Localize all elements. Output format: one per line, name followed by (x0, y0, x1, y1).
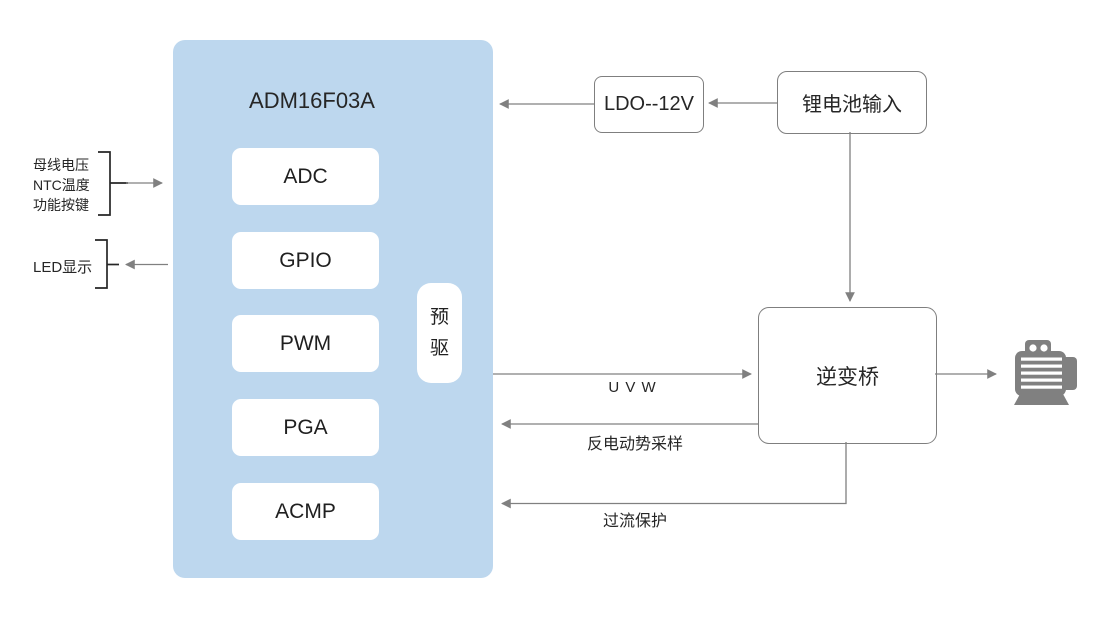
module-acmp: ACMP (232, 483, 379, 540)
module-adc: ADC (232, 148, 379, 205)
module-pga: PGA (232, 399, 379, 456)
led-bracket (95, 239, 108, 289)
overcurrent-wire-label: 过流保护 (602, 513, 667, 530)
back-emf-wire-label: 反电动势采样 (586, 436, 683, 453)
inverter-bridge-block: 逆变桥 (758, 307, 937, 444)
predriver-label: 预驱 (429, 307, 449, 359)
module-pwm: PWM (232, 315, 379, 372)
bus-signal-labels: 母线电压 NTC温度 功能按键 (33, 155, 90, 215)
bus-signal-keys: 功能按键 (33, 197, 89, 213)
led-display-label: LED显示 (33, 259, 93, 276)
bus-signal-ntc: NTC温度 (33, 177, 90, 193)
chip-title: ADM16F03A (249, 88, 375, 113)
motor-icon (1014, 340, 1077, 405)
chip-block: ADM16F03A ADC GPIO PWM PGA ACMP 预驱 (173, 40, 493, 578)
bus-signal-bracket (98, 151, 111, 216)
uvw-wire-label: U V W (608, 379, 657, 396)
battery-input-block: 锂电池输入 (777, 71, 927, 134)
module-predriver: 预驱 (417, 283, 462, 383)
bus-signal-voltage: 母线电压 (33, 157, 89, 173)
ldo-block: LDO--12V (594, 76, 704, 133)
module-gpio: GPIO (232, 232, 379, 289)
